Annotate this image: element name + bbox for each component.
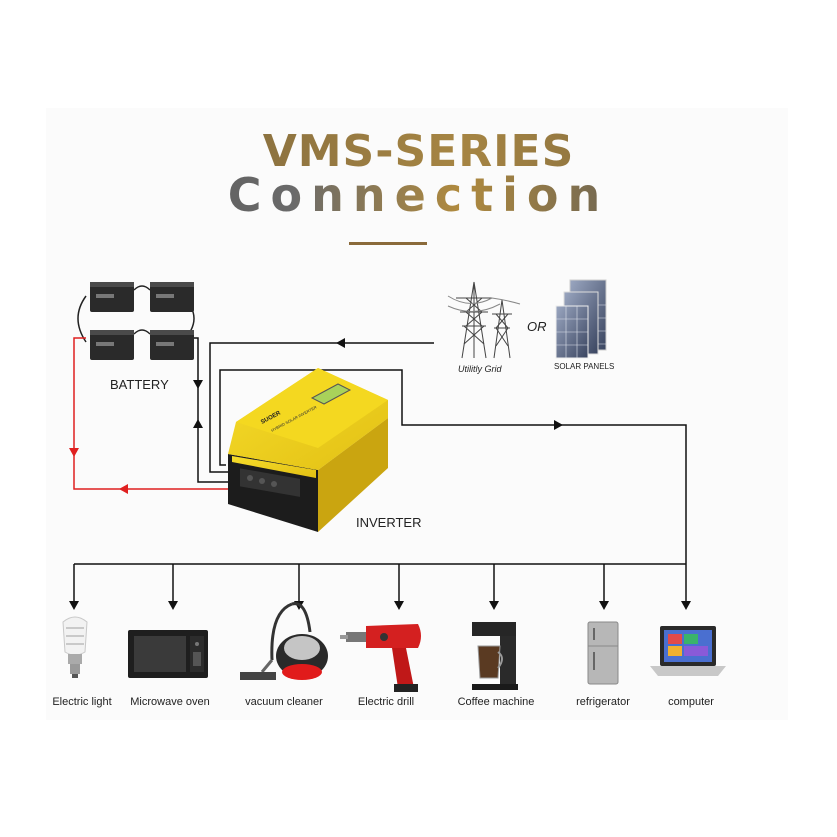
appliance-label: vacuum cleaner — [245, 696, 323, 708]
appliance-label: Coffee machine — [457, 696, 535, 708]
or-label: OR — [527, 319, 547, 334]
refrigerator-icon — [587, 621, 619, 685]
coffee-machine-icon — [472, 622, 518, 690]
arrow-down-icon — [394, 601, 404, 610]
title-connection: Connection — [0, 168, 837, 222]
arrow-down-icon — [681, 601, 691, 610]
vacuum-cleaner-icon — [240, 602, 328, 680]
microwave-oven-icon — [128, 630, 208, 678]
arrow-down-icon — [168, 601, 178, 610]
battery-bank — [77, 282, 195, 360]
solar-panels-icon — [555, 279, 607, 359]
battery-unit — [150, 330, 194, 360]
arrow-right-icon — [554, 420, 563, 430]
title-underline — [349, 242, 427, 245]
battery-unit — [90, 282, 134, 312]
appliance-label: refrigerator — [576, 696, 630, 708]
battery-cable — [133, 285, 151, 291]
arrow-left-icon — [119, 484, 128, 494]
diagram-background — [46, 108, 788, 720]
appliance-label: computer — [668, 696, 714, 708]
output-wire — [74, 369, 687, 565]
computer-icon — [650, 626, 726, 676]
utility-grid-icon — [447, 281, 521, 359]
battery-label: BATTERY — [110, 377, 169, 392]
battery-unit — [150, 282, 194, 312]
appliance-label: Electric light — [52, 696, 112, 708]
lcd-screen — [310, 383, 352, 405]
appliance-label: Electric drill — [357, 696, 415, 708]
arrow-down-icon — [69, 448, 79, 457]
electric-drill-icon — [340, 624, 421, 692]
solar-panels-label: SOLAR PANELS — [554, 362, 615, 371]
battery-negative-wire — [69, 337, 228, 494]
arrow-down-icon — [193, 380, 203, 389]
load-drops — [69, 564, 691, 610]
inverter-icon: SUOER HYBRID SOLAR INVERTER — [228, 368, 388, 532]
appliance-label: Microwave oven — [130, 696, 210, 708]
battery-positive-wire — [193, 337, 228, 483]
input-wire — [209, 338, 434, 473]
battery-cable — [133, 329, 151, 335]
inverter-label: INVERTER — [356, 515, 422, 530]
arrow-down-icon — [599, 601, 609, 610]
battery-cable — [77, 295, 87, 343]
arrow-left-icon — [336, 338, 345, 348]
arrow-down-icon — [489, 601, 499, 610]
title-series: VMS-SERIES — [0, 126, 837, 177]
arrow-up-icon — [193, 419, 203, 428]
utility-grid-label: Utilitly Grid — [458, 364, 502, 374]
battery-unit — [90, 330, 134, 360]
arrow-down-icon — [69, 601, 79, 610]
electric-light-icon — [62, 616, 88, 678]
